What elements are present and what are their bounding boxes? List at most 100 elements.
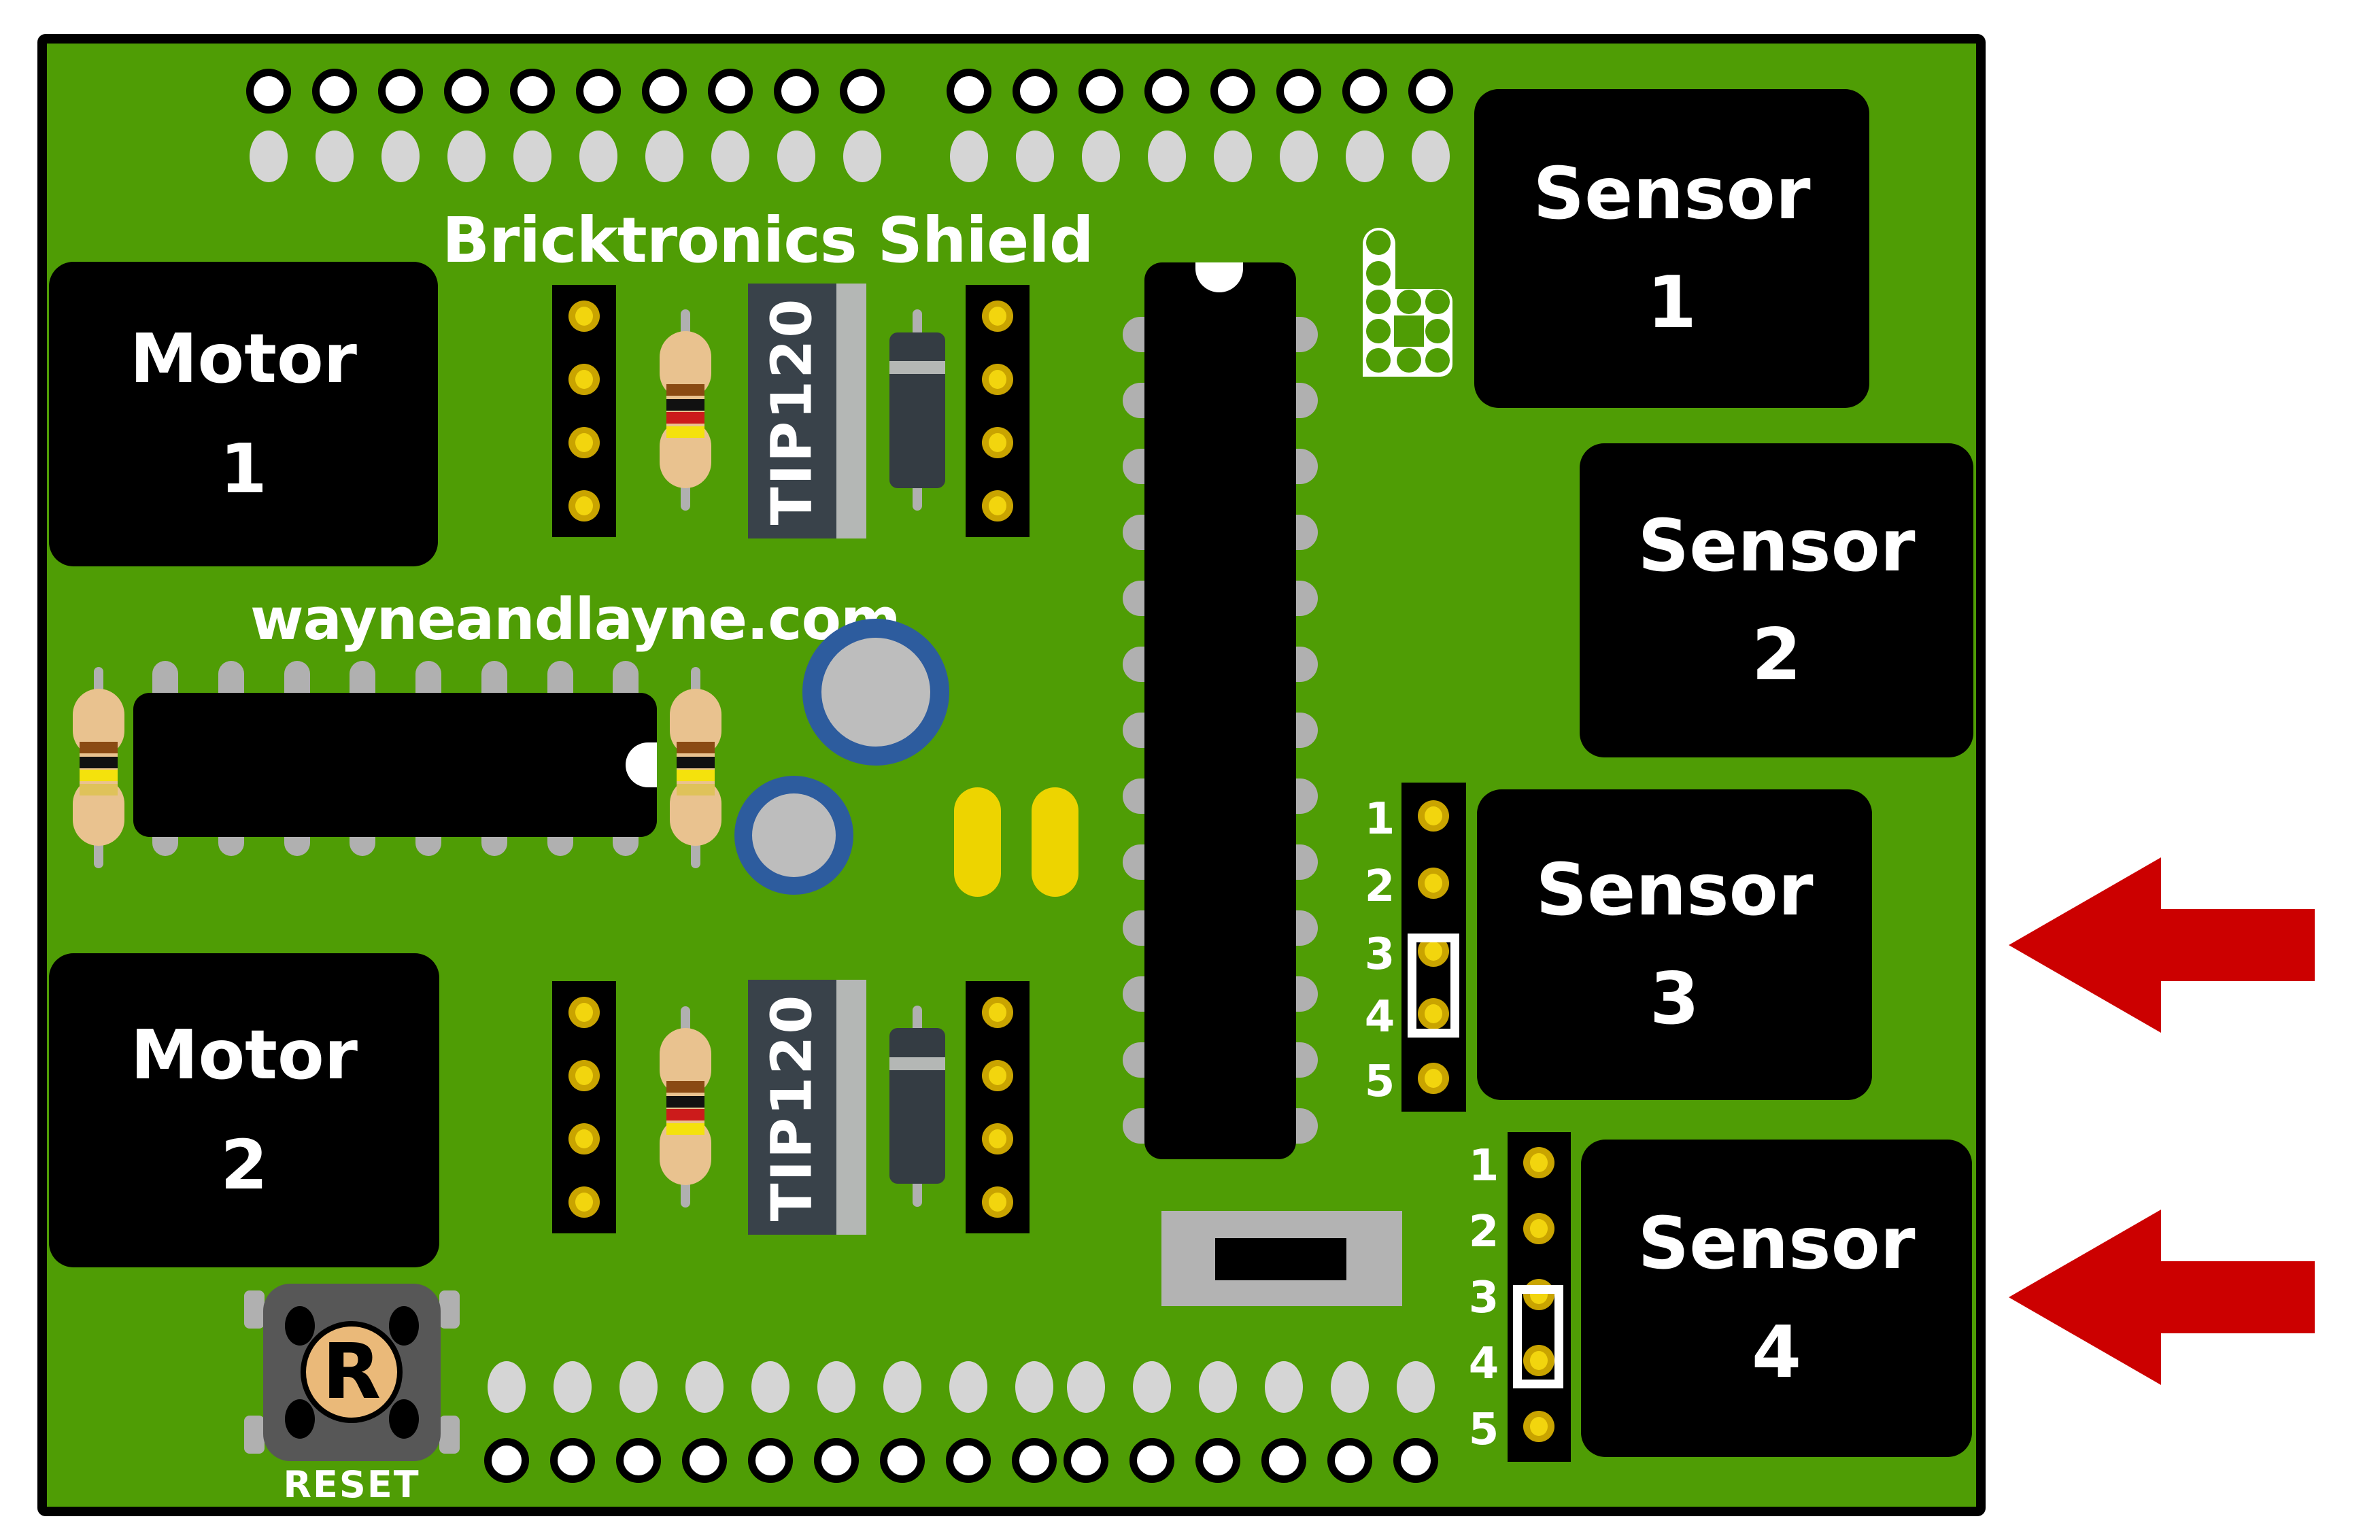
header-pin-center [1530, 1153, 1548, 1172]
header-pin-center [1425, 1069, 1442, 1088]
sensor-header-pin [1418, 998, 1449, 1029]
resistor-band-yellow [666, 1123, 704, 1135]
tip120-1-label: TIP120 [760, 296, 825, 526]
resistor-band-red [666, 412, 704, 424]
sensor-2-label-box: Sensor 2 [1580, 443, 1973, 757]
header-pin [982, 1186, 1013, 1218]
sensor-3-label: Sensor [1535, 849, 1814, 931]
header-pin-center [575, 496, 593, 515]
logo-hole [1397, 290, 1421, 314]
resistor-band-red [666, 1109, 704, 1120]
solder-pad [645, 131, 683, 182]
header-pin-center [1425, 806, 1442, 825]
resistor-band-yellow [80, 770, 118, 781]
through-hole [682, 1438, 727, 1483]
solder-pad [1199, 1361, 1237, 1413]
solder-pad [1015, 1361, 1053, 1413]
resistor-band-brown [80, 742, 118, 753]
solder-pad [1016, 131, 1054, 182]
through-hole [1195, 1438, 1240, 1483]
logo-hole [1366, 230, 1391, 255]
reset-label: RESET [283, 1463, 420, 1506]
motor-1-label: Motor [129, 319, 358, 398]
solder-pad [1067, 1361, 1105, 1413]
solder-pad [1214, 131, 1252, 182]
resistor-band-black [666, 1096, 704, 1108]
sensor-header-pin [1418, 1063, 1449, 1094]
header-pin-center [989, 1193, 1006, 1212]
header-pin-center [575, 1003, 593, 1022]
logo-hole [1425, 348, 1450, 373]
header-pin [982, 1060, 1013, 1091]
ic-pin [1123, 383, 1146, 418]
through-hole [1393, 1438, 1438, 1483]
sensor3-pin-1-number: 1 [1364, 794, 1395, 844]
through-hole [642, 69, 687, 114]
logo-hole [1366, 319, 1391, 343]
tip120-1-tab [836, 284, 866, 538]
sensor-1-label-box: Sensor 1 [1474, 89, 1869, 408]
header-pin-center [989, 496, 1006, 515]
resistor-band-gold [80, 784, 118, 795]
header-pin-center [575, 433, 593, 452]
sensor-3-jumper [1408, 934, 1459, 1038]
header-pin-center [1530, 1417, 1548, 1436]
ic-pin [1123, 647, 1146, 682]
header-pin [568, 490, 600, 521]
through-hole [246, 69, 291, 114]
header-pin-center [989, 1066, 1006, 1085]
resistor-band-brown [677, 742, 715, 753]
tip120-2-label: TIP120 [760, 993, 825, 1222]
sensor-header-pin [1418, 800, 1449, 832]
logo-square-hole [1394, 315, 1424, 347]
solder-pad [751, 1361, 789, 1413]
resistor-band-yellow [666, 426, 704, 438]
ic-pin [1123, 910, 1146, 946]
motor-1-number: 1 [220, 429, 267, 509]
sensor3-pin-3-number: 3 [1364, 929, 1395, 980]
reset-button-corner [389, 1399, 419, 1439]
solder-pad [843, 131, 881, 182]
diode-2-body [889, 1028, 945, 1184]
header-pin [982, 301, 1013, 332]
ic-pin [1123, 449, 1146, 484]
sensor-3-number: 3 [1649, 957, 1700, 1040]
solder-pad [1331, 1361, 1369, 1413]
ic-pin [1123, 317, 1146, 352]
ic-pin [1123, 515, 1146, 550]
logo-hole [1366, 261, 1391, 286]
through-hole [947, 69, 991, 114]
sensor-1-number: 1 [1646, 261, 1697, 344]
header-pin [982, 490, 1013, 521]
ic-pin [1123, 1042, 1146, 1078]
through-hole [1327, 1438, 1372, 1483]
through-hole [312, 69, 357, 114]
resistor-band-black [666, 399, 704, 411]
tip120-2-text: TIP120 [748, 980, 836, 1235]
logo-hole [1425, 290, 1450, 314]
diode-1-body [889, 332, 945, 488]
sensor-4-jumper [1513, 1285, 1563, 1388]
diode-2-stripe [889, 1057, 945, 1070]
through-hole [946, 1438, 991, 1483]
solder-pad [1133, 1361, 1171, 1413]
sensor4-pin-5-number: 5 [1468, 1405, 1499, 1455]
through-hole [1144, 69, 1189, 114]
solder-pad [1412, 131, 1450, 182]
through-hole [576, 69, 621, 114]
solder-pad [1346, 131, 1384, 182]
solder-pad [488, 1361, 526, 1413]
resistor-band-black [677, 757, 715, 768]
reset-button-tab [244, 1290, 265, 1329]
sensor-header-pin [1523, 1345, 1554, 1376]
sensor-2-number: 2 [1751, 613, 1802, 696]
solder-pad [579, 131, 617, 182]
resistor-band-brown [666, 384, 704, 396]
resistor-band-brown [666, 1081, 704, 1093]
resistor-band-black [80, 757, 118, 768]
header-pin-center [575, 307, 593, 326]
header-pin-center [575, 1193, 593, 1212]
through-hole [510, 69, 555, 114]
sensor4-pin-3-number: 3 [1468, 1273, 1499, 1323]
